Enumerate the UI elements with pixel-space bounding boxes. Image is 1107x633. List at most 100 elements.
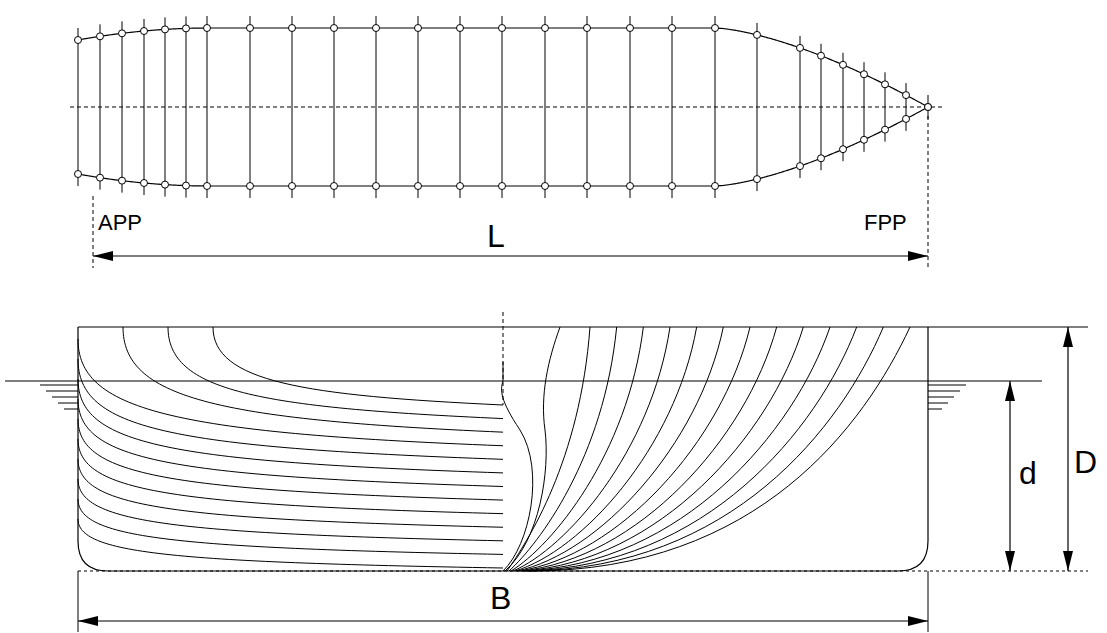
station-line	[821, 44, 822, 171]
offset-point	[247, 183, 254, 190]
station-line	[587, 16, 588, 198]
aft-section	[78, 399, 503, 487]
station-line	[630, 16, 631, 198]
aft-section	[213, 327, 503, 405]
station-line	[376, 16, 377, 198]
water-hatch	[928, 409, 942, 410]
offset-point	[204, 25, 211, 32]
offset-point	[457, 25, 464, 32]
offset-point	[627, 25, 634, 32]
aft-section	[78, 499, 503, 554]
perpendicular-label: APP	[98, 212, 142, 234]
offset-point	[712, 183, 719, 190]
forward-section	[531, 327, 910, 571]
offset-point	[669, 183, 676, 190]
offset-point	[754, 176, 761, 183]
aft-section	[78, 339, 503, 446]
offset-point	[415, 183, 422, 190]
aft-section	[123, 327, 503, 432]
offset-point	[415, 25, 422, 32]
body-plan	[5, 312, 1088, 632]
forward-section	[509, 327, 617, 571]
offset-point	[499, 183, 506, 190]
station-line	[78, 28, 79, 186]
forward-section	[519, 327, 750, 571]
station-line	[292, 16, 293, 198]
perpendicular-label: FPP	[864, 212, 907, 234]
extension-line	[928, 571, 929, 632]
offset-point	[499, 25, 506, 32]
extension-line	[78, 571, 79, 632]
offset-point	[797, 163, 804, 170]
water-hatch	[928, 391, 960, 392]
forward-section	[525, 327, 830, 571]
aft-section	[78, 519, 503, 568]
station-line	[165, 17, 166, 196]
aft-section	[78, 479, 503, 541]
offset-point	[141, 28, 148, 35]
draught-dimension	[1009, 381, 1010, 571]
offset-point	[584, 183, 591, 190]
offset-point	[861, 71, 868, 78]
offset-point	[247, 25, 254, 32]
midship-section	[78, 327, 503, 571]
offset-point	[457, 183, 464, 190]
offset-point	[97, 33, 104, 40]
water-hatch	[52, 397, 78, 398]
offset-point	[925, 104, 932, 111]
offset-point	[882, 81, 889, 88]
offset-point	[141, 180, 148, 187]
station-line	[100, 24, 101, 189]
station-line	[906, 83, 907, 131]
waterline-plan	[70, 16, 945, 198]
water-hatch	[928, 403, 948, 404]
offset-point	[75, 171, 82, 178]
station-line	[418, 16, 419, 198]
aft-section	[78, 359, 503, 459]
offset-point	[204, 182, 211, 189]
station-line	[334, 16, 335, 198]
water-hatch	[928, 385, 966, 386]
offset-point	[331, 183, 338, 190]
offset-point	[882, 126, 889, 133]
station-line	[672, 16, 673, 198]
offset-point	[754, 31, 761, 38]
offset-point	[712, 25, 719, 32]
depth-dimension	[1067, 327, 1068, 571]
station-line	[144, 19, 145, 195]
offset-point	[119, 177, 126, 184]
offset-point	[840, 61, 847, 68]
offset-point	[183, 25, 190, 32]
station-line	[250, 16, 251, 198]
offset-point	[119, 30, 126, 37]
offset-point	[373, 183, 380, 190]
station-line	[186, 16, 187, 197]
midship-section	[503, 327, 928, 571]
station-line	[122, 21, 123, 192]
centerline	[70, 107, 945, 108]
offset-point	[903, 92, 910, 99]
water-hatch	[58, 403, 78, 404]
offset-point	[542, 183, 549, 190]
station-line	[502, 16, 503, 198]
waterline	[5, 380, 1042, 381]
offset-point	[818, 155, 825, 162]
aft-section	[78, 459, 503, 527]
offset-point	[331, 25, 338, 32]
dimension-line	[93, 255, 928, 256]
dimension-label: D	[1074, 446, 1097, 478]
center-plane	[503, 312, 504, 405]
dimension-label: B	[490, 582, 511, 614]
station-line	[757, 23, 758, 191]
offset-point	[818, 52, 825, 59]
offset-point	[861, 136, 868, 143]
offset-point	[162, 181, 169, 188]
offset-point	[75, 37, 82, 44]
breadth-dimension	[78, 620, 928, 621]
app-line	[93, 196, 94, 268]
forward-section	[523, 327, 803, 571]
offset-point	[97, 174, 104, 181]
water-hatch	[64, 409, 78, 410]
